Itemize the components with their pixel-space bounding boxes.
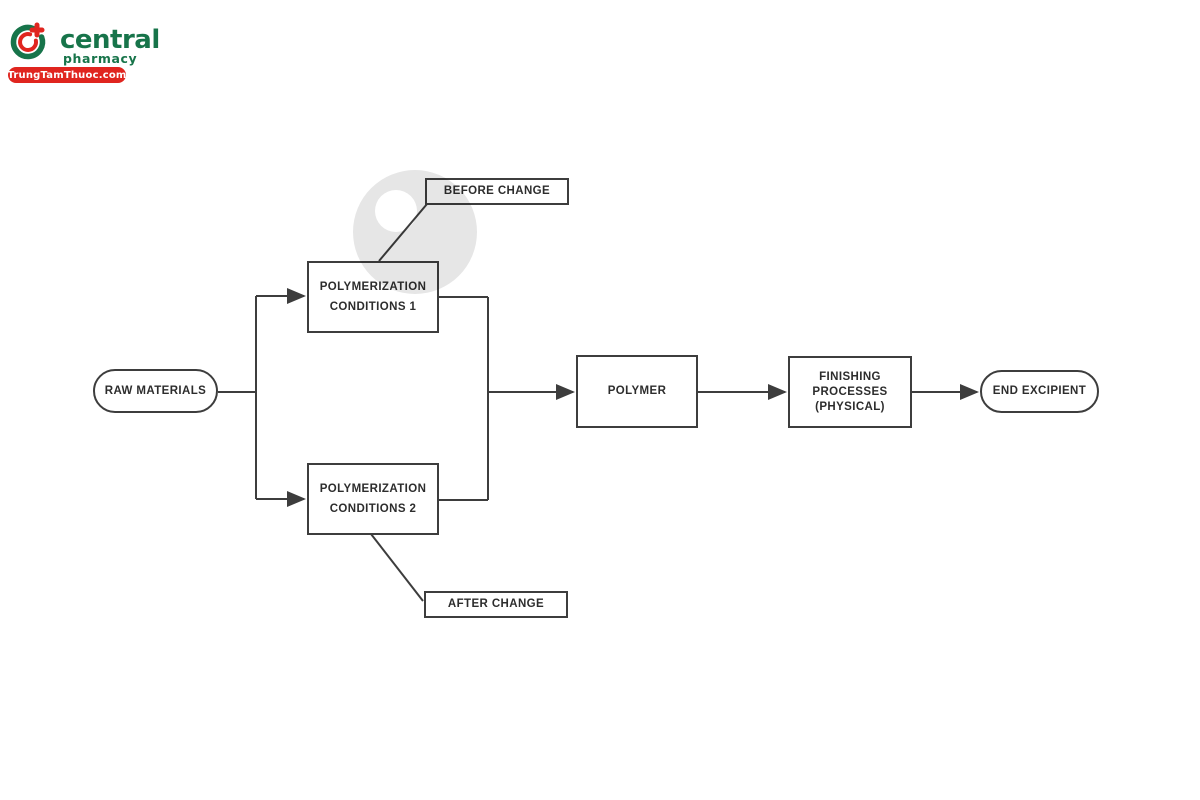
node-polymerization-conditions-1: POLYMERIZATION CONDITIONS 1 [307, 261, 439, 333]
brand-name: central [60, 25, 160, 55]
node-finishing-processes-line3: (PHYSICAL) [815, 400, 885, 413]
node-polymerization-conditions-2-line2: CONDITIONS 2 [329, 503, 417, 515]
node-finishing-processes-line1: FINISHING [819, 370, 881, 383]
brand-logo: central pharmacy TrungTamThuoc.com [7, 14, 208, 86]
node-polymer-label: POLYMER [607, 385, 667, 397]
brand-tagline: pharmacy [63, 51, 138, 66]
node-raw-materials-label: RAW MATERIALS [104, 384, 207, 397]
node-finishing-processes-line2: PROCESSES [812, 385, 888, 398]
brand-badge: TrungTamThuoc.com [7, 67, 126, 83]
node-before-change: BEFORE CHANGE [425, 178, 569, 205]
connector-cond2-to-after [370, 533, 424, 602]
node-after-change-label: AFTER CHANGE [447, 598, 545, 610]
node-polymer: POLYMER [576, 355, 698, 428]
node-polymerization-conditions-1-line2: CONDITIONS 1 [329, 301, 417, 313]
node-end-excipient-label: END EXCIPIENT [992, 385, 1087, 397]
connector-before-to-cond1 [378, 203, 428, 262]
node-finishing-processes: FINISHING PROCESSES (PHYSICAL) [788, 356, 912, 428]
central-pharmacy-logo-icon [10, 22, 46, 60]
node-raw-materials: RAW MATERIALS [93, 369, 218, 413]
node-polymerization-conditions-2: POLYMERIZATION CONDITIONS 2 [307, 463, 439, 535]
node-end-excipient: END EXCIPIENT [980, 370, 1099, 413]
node-polymerization-conditions-1-line1: POLYMERIZATION [319, 281, 427, 293]
node-before-change-label: BEFORE CHANGE [443, 185, 551, 197]
node-polymerization-conditions-2-line1: POLYMERIZATION [319, 483, 427, 495]
node-after-change: AFTER CHANGE [424, 591, 568, 618]
